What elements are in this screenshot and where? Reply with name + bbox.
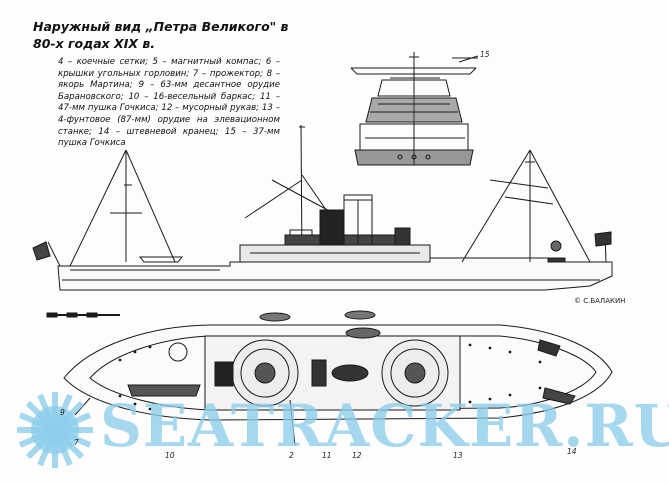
- scale-bar: [46, 312, 120, 318]
- callout-9: 9: [60, 408, 65, 417]
- site-watermark: SEATRACKER.RU: [100, 392, 669, 460]
- callout-11: 11: [322, 451, 332, 460]
- callout-14: 14: [567, 447, 577, 456]
- side-elevation: [32, 124, 613, 291]
- callout-7: 7: [74, 438, 79, 447]
- callout-13: 13: [453, 451, 463, 460]
- drawing-title: Наружный вид „Петра Великого" в 80-х год…: [33, 19, 289, 51]
- callout-10: 10: [165, 451, 175, 460]
- plan-view: [63, 310, 613, 421]
- callout-12: 12: [352, 451, 362, 460]
- callout-2: 2: [289, 451, 294, 460]
- legend-text: 4 – коечные сетки; 5 – магнитный компас;…: [58, 57, 280, 149]
- sunburst-logo-icon: [17, 392, 93, 468]
- author-credit: © С.БАЛАКИН: [574, 297, 626, 305]
- bow-view-inset: [350, 52, 479, 166]
- callout-15: 15: [480, 50, 490, 59]
